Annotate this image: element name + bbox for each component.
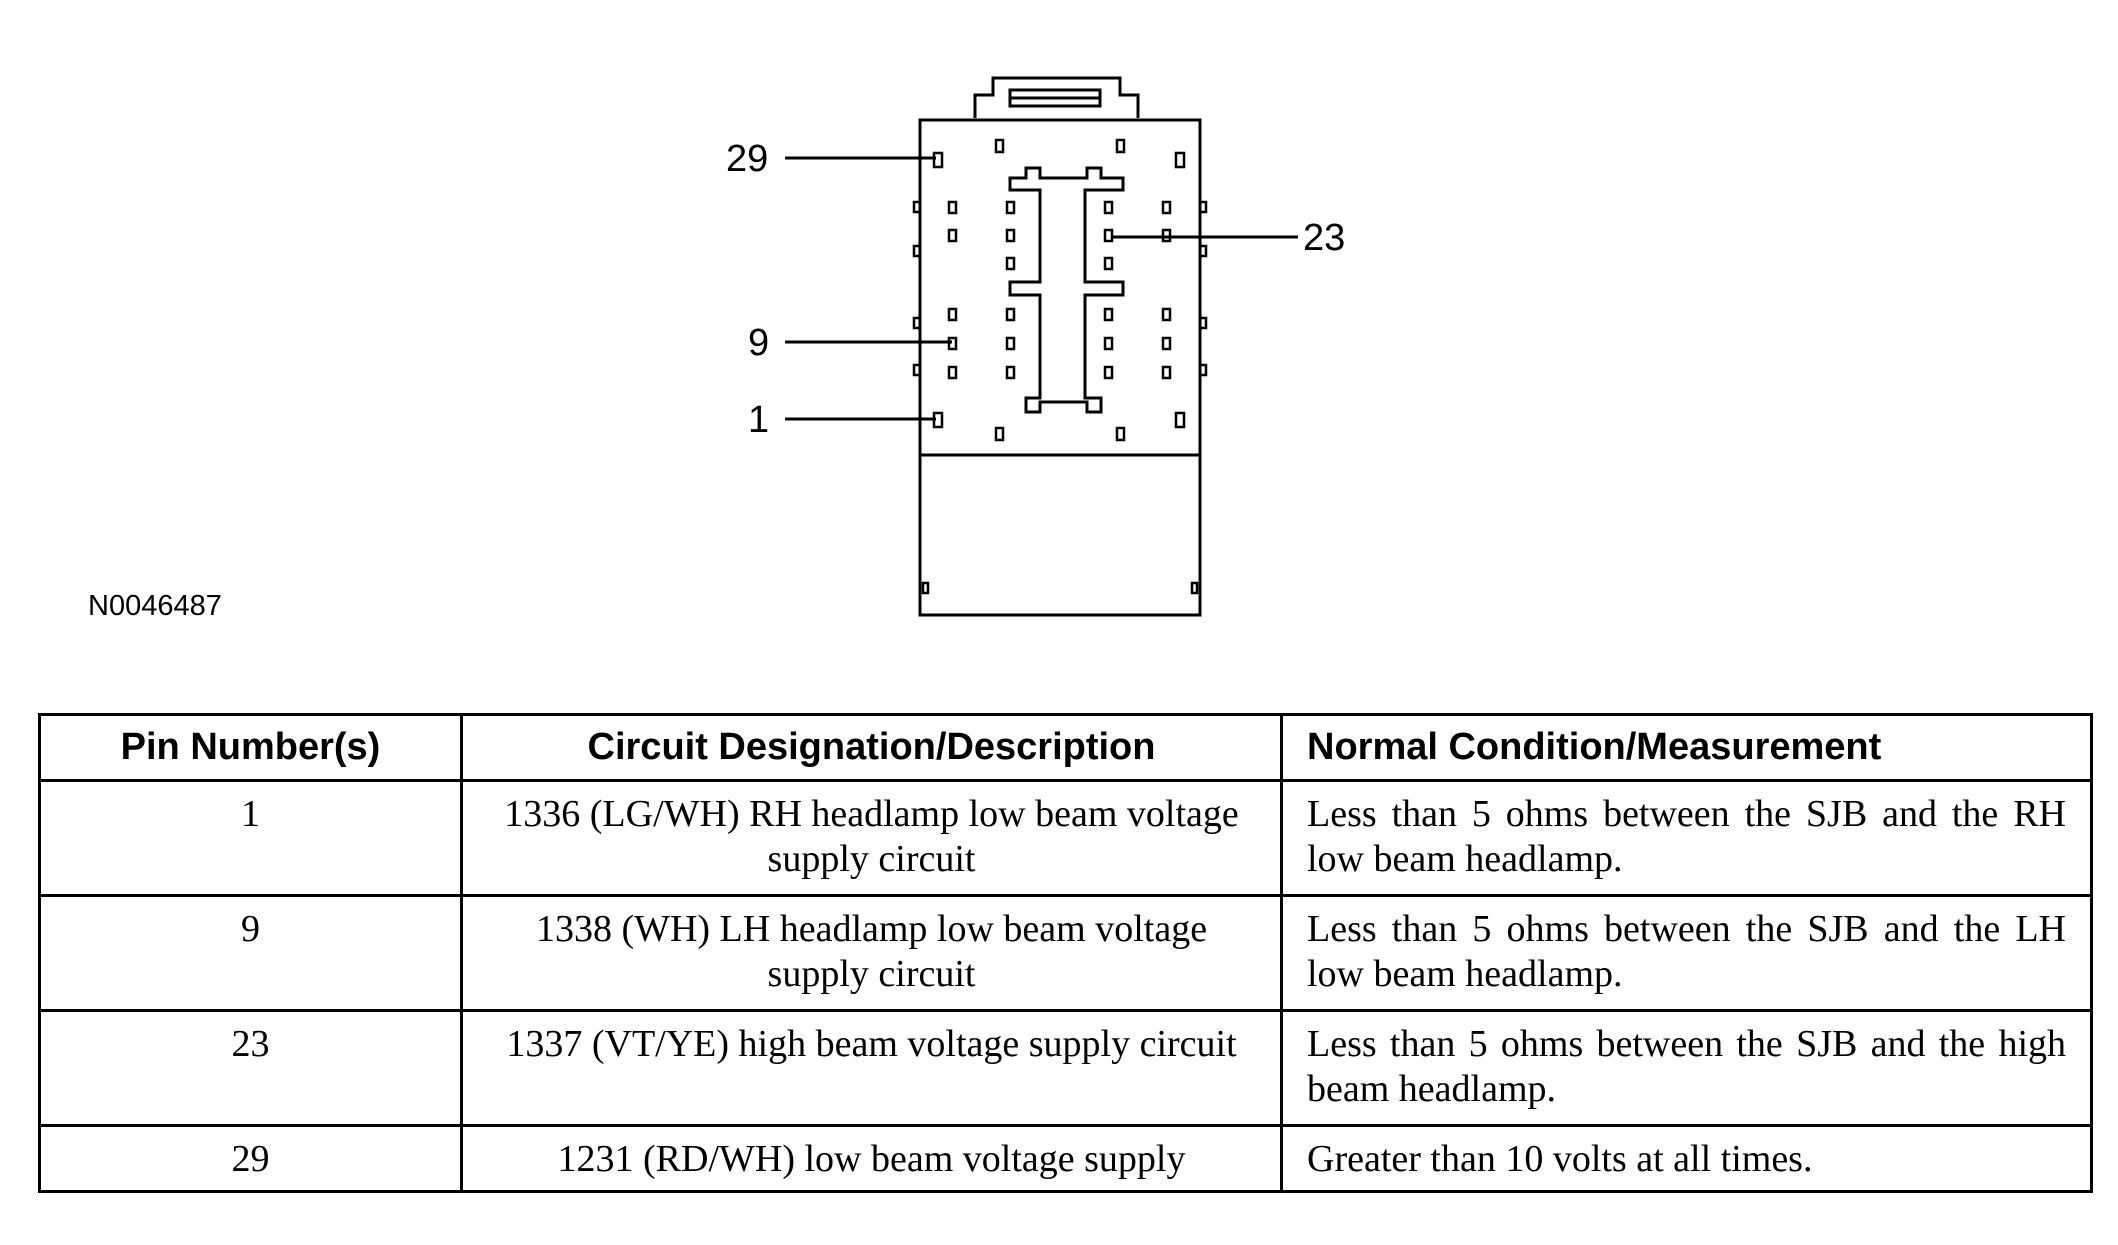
table-row: 23 1337 (VT/YE) high beam voltage supply… [38,1009,2093,1127]
cell-circuit: 1336 (LG/WH) RH headlamp low beam voltag… [460,779,1283,897]
cell-circuit: 1231 (RD/WH) low beam voltage supply [460,1124,1283,1193]
pin-1-label: 1 [748,399,770,441]
cell-circuit: 1337 (VT/YE) high beam voltage supply ci… [460,1009,1283,1127]
header-measurement: Normal Condition/Measurement [1280,713,2093,782]
pin-cavities [912,138,1208,595]
connector-keyway [1008,166,1125,414]
header-pin-numbers: Pin Number(s) [38,713,463,782]
connector-diagram [785,76,1298,617]
cell-measurement: Less than 5 ohms between the SJB and the… [1280,779,2093,897]
cell-measurement: Less than 5 ohms between the SJB and the… [1280,1009,2093,1127]
pin-29-label: 29 [726,138,769,180]
cell-circuit: 1338 (WH) LH headlamp low beam voltage s… [460,894,1283,1012]
table-header-row: Pin Number(s) Circuit Designation/Descri… [38,713,2093,782]
cell-pin: 29 [38,1124,463,1193]
cell-pin: 9 [38,894,463,1012]
cell-pin: 1 [38,779,463,897]
table-row: 9 1338 (WH) LH headlamp low beam voltage… [38,894,2093,1012]
header-circuit: Circuit Designation/Description [460,713,1283,782]
cell-measurement: Less than 5 ohms between the SJB and the… [1280,894,2093,1012]
cell-pin: 23 [38,1009,463,1127]
pin-23-label: 23 [1303,217,1346,259]
connector-latch [973,76,1140,118]
table-row: 29 1231 (RD/WH) low beam voltage supply … [38,1124,2093,1193]
connector-body [918,118,1202,617]
pin-9-label: 9 [748,322,770,364]
figure-id: N0046487 [88,590,222,622]
cell-measurement: Greater than 10 volts at all times. [1280,1124,2093,1193]
pinout-table: Pin Number(s) Circuit Designation/Descri… [38,713,2093,1193]
table-row: 1 1336 (LG/WH) RH headlamp low beam volt… [38,779,2093,897]
